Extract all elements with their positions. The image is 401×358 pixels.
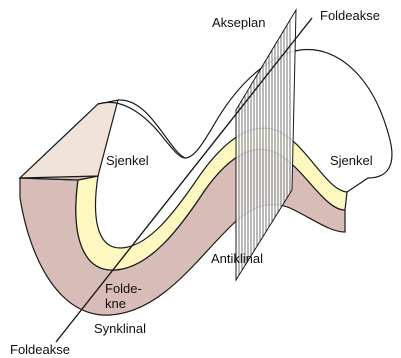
upper-surface-left-edge bbox=[118, 100, 185, 158]
label-fold-axis-top: Foldeakse bbox=[320, 8, 380, 23]
label-hinge-line2: kne bbox=[105, 296, 126, 311]
label-limb-right: Sjenkel bbox=[330, 153, 373, 168]
label-fold-axis-bottom: Foldeakse bbox=[10, 342, 70, 357]
label-hinge-line1: Folde- bbox=[105, 281, 142, 296]
label-syncline: Synklinal bbox=[94, 321, 146, 336]
label-limb-left: Sjenkel bbox=[106, 153, 149, 168]
label-axial-plane: Akseplan bbox=[212, 15, 265, 30]
label-anticline: Antiklinal bbox=[211, 251, 263, 266]
front-face-top bbox=[20, 100, 118, 178]
